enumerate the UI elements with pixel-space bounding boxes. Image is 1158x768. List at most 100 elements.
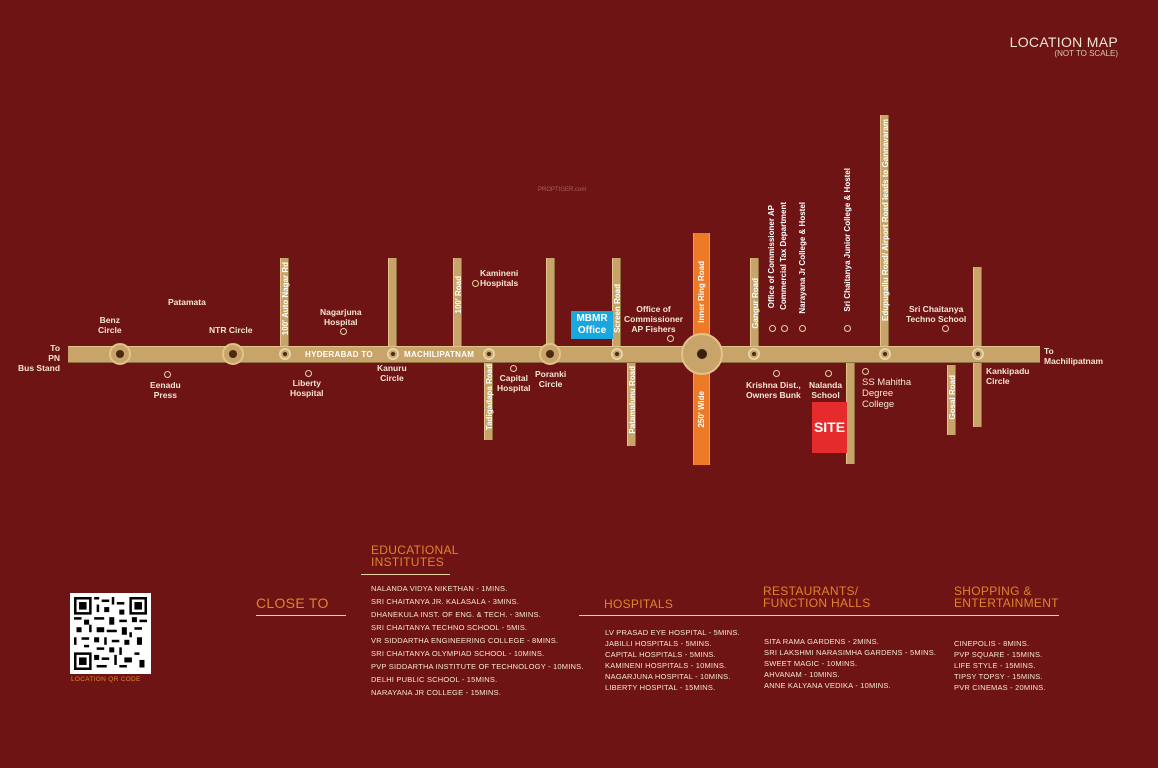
poi-narayana (799, 325, 806, 332)
list-item: CINEPOLIS - 8MINS. (954, 639, 1030, 648)
benz-circle-junction (109, 343, 131, 365)
poi-kamineni (472, 280, 479, 287)
list-item: NALANDA VIDYA NIKETHAN - 1MINS. (371, 584, 508, 593)
ntr-circle-junction (222, 343, 244, 365)
end-label-left: To PN Bus Stand (18, 343, 61, 373)
road-auto-nagar-label: 100' Auto Nagar Rd (281, 262, 290, 336)
list-item: SRI LAKSHMI NARASIMHA GARDENS - 5MINS. (764, 648, 937, 657)
list-item: KAMINENI HOSPITALS - 10MINS. (605, 661, 727, 670)
poi-chaitanya-hostel (844, 325, 851, 332)
list-item: PVP SQUARE - 15MINS. (954, 650, 1043, 659)
list-item: NARAYANA JR COLLEGE - 15MINS. (371, 688, 502, 697)
restaurants-list: SITA RAMA GARDENS - 2MINS. SRI LAKSHMI N… (764, 636, 936, 691)
qr-code-icon (74, 597, 147, 670)
label-kamineni: Kamineni Hospitals (480, 268, 519, 288)
road-screen: Screen Road (612, 258, 622, 350)
list-item: DELHI PUBLIC SCHOOL - 15MINS. (371, 675, 498, 684)
poi-commercial-tax (781, 325, 788, 332)
site-marker: SITE (812, 402, 847, 453)
label-benz-circle: Benz Circle (98, 315, 122, 335)
list-item: LIBERTY HOSPITAL - 15MINS. (605, 683, 716, 692)
mbmr-office-label: MBMR Office (576, 313, 608, 336)
label-ss-mahitha: SS Mahitha Degree College (862, 377, 912, 410)
list-item: DHANEKULA INST. OF ENG. & TECH. - 3MINS. (371, 610, 541, 619)
road-poranki (546, 258, 555, 350)
list-item: PVR CINEMAS - 20MINS. (954, 683, 1046, 692)
poi-ss-mahitha (862, 368, 869, 375)
close-to-title: CLOSE TO (256, 595, 329, 611)
label-commissioner-fishers: Office of Commissioner AP Fishers (624, 304, 684, 334)
map-title: LOCATION MAP (1009, 34, 1118, 50)
poi-commissioner-tax (769, 325, 776, 332)
label-commissioner-tax: Office of Commissioner AP (767, 205, 776, 309)
road-screen-label: Screen Road (613, 284, 622, 333)
label-commercial-tax: Commercial Tax Department (779, 202, 788, 310)
road-gosal-label: Gosal Road (948, 375, 957, 420)
poi-eenadu (164, 371, 171, 378)
restaurants-heading: RESTAURANTS/ FUNCTION HALLS (763, 584, 871, 610)
hospitals-heading: HOSPITALS (604, 597, 674, 611)
main-road-label-right: MACHILIPATNAM (404, 350, 475, 359)
tadigadapa-junction (483, 348, 495, 360)
list-item: LV PRASAD EYE HOSPITAL - 5MINS. (605, 628, 740, 637)
list-item: PVP SIDDARTHA INSTITUTE OF TECHNOLOGY - … (371, 662, 584, 671)
list-item: VR SIDDARTHA ENGINEERING COLLEGE - 8MINS… (371, 636, 559, 645)
label-nalanda: Nalanda School (809, 380, 843, 400)
label-kankipadu: Kankipadu Circle (986, 366, 1030, 386)
label-patamata: Patamata (168, 297, 206, 307)
auto-nagar-junction (279, 348, 291, 360)
road-gangur: Gangur Road (750, 258, 760, 350)
road-site-access (846, 358, 855, 464)
airport-road-junction (879, 348, 891, 360)
list-item: TIPSY TOPSY - 15MINS. (954, 672, 1043, 681)
list-item: CAPITAL HOSPITALS - 5MINS. (605, 650, 716, 659)
list-item: LIFE STYLE - 15MINS. (954, 661, 1036, 670)
hospitals-list: LV PRASAD EYE HOSPITAL - 5MINS. JABILLI … (605, 627, 740, 693)
label-chaitanya-techno: Sri Chaitanya Techno School (906, 304, 967, 324)
poi-nagarjuna (340, 328, 347, 335)
location-qr-code[interactable] (70, 593, 151, 674)
kankipadu-junction (972, 348, 984, 360)
shopping-list: CINEPOLIS - 8MINS. PVP SQUARE - 15MINS. … (954, 638, 1046, 693)
label-capital: Capital Hospital (497, 373, 531, 393)
road-patamalunu-label: Patamalunu Road (628, 366, 637, 434)
shopping-heading: SHOPPING & ENTERTAINMENT (954, 584, 1059, 610)
label-narayana: Narayana Jr College & Hostel (798, 202, 807, 314)
label-ntr-circle: NTR Circle (209, 325, 253, 335)
map-subtitle: (NOT TO SCALE) (1054, 49, 1118, 58)
categories-rule (579, 615, 1059, 616)
road-gangur-label: Gangur Road (751, 278, 760, 329)
educational-list: NALANDA VIDYA NIKETHAN - 1MINS. SRI CHAI… (371, 582, 584, 699)
road-hundred-label: 100' Road (454, 276, 463, 314)
educational-heading: EDUCATIONAL INSTITUTES (371, 543, 459, 569)
road-kanuru (388, 258, 397, 350)
mbmr-office-marker: MBMR Office (571, 311, 613, 339)
list-item: AHVANAM - 10MINS. (764, 670, 840, 679)
road-patamalunu: Patamalunu Road (627, 358, 637, 446)
educational-rule (361, 574, 450, 575)
label-poranki: Poranki Circle (535, 369, 567, 389)
list-item: ANNE KALYANA VEDIKA - 10MINS. (764, 681, 891, 690)
label-chaitanya-hostel: Sri Chaitanya Junior College & Hostel (843, 168, 852, 312)
label-eenadu: Eenadu Press (150, 380, 181, 400)
poi-capital (510, 365, 517, 372)
road-inner-ring-label: Inner Ring Road (697, 261, 706, 323)
kanuru-junction (387, 348, 399, 360)
gangur-junction (748, 348, 760, 360)
road-airport: Edupugallu Road/ Airport Road leads to G… (880, 115, 890, 350)
list-item: SWEET MAGIC - 10MINS. (764, 659, 858, 668)
list-item: SRI CHAITANYA JR. KALASALA - 3MINS. (371, 597, 520, 606)
inner-ring-junction (681, 333, 723, 375)
road-gosal: Gosal Road (947, 365, 957, 435)
road-auto-nagar: 100' Auto Nagar Rd (280, 258, 290, 350)
qr-caption: LOCATION QR CODE (71, 676, 141, 683)
list-item: JABILLI HOSPITALS - 5MINS. (605, 639, 712, 648)
road-tadigadapa-label: Tadigadapa Road (485, 364, 494, 431)
screen-road-junction (611, 348, 623, 360)
list-item: SRI CHAITANYA OLYMPIAD SCHOOL - 10MINS. (371, 649, 545, 658)
list-item: SITA RAMA GARDENS - 2MINS. (764, 637, 880, 646)
close-to-rule (256, 615, 346, 616)
list-item: NAGARJUNA HOSPITAL - 10MINS. (605, 672, 731, 681)
poi-chaitanya-techno (942, 325, 949, 332)
watermark: PROPTIGER.com (538, 187, 587, 193)
